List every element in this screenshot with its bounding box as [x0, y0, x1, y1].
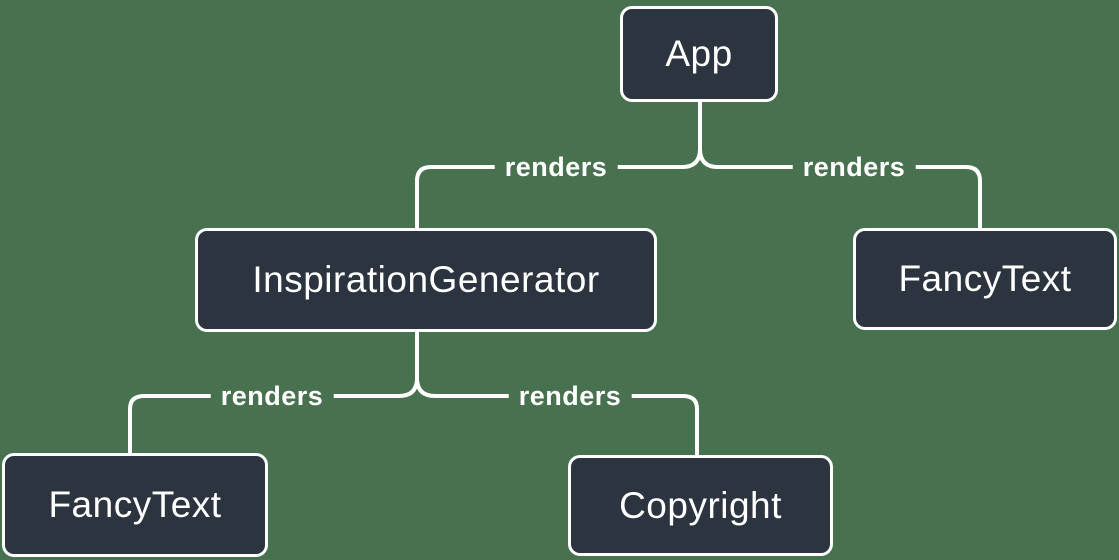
node-fancy-text-right-label: FancyText [898, 258, 1072, 299]
node-copyright: Copyright [568, 455, 833, 556]
edge-label-inspiration-generator-copyright: renders [508, 379, 632, 413]
node-app: App [620, 6, 778, 102]
node-fancy-text-left: FancyText [2, 453, 268, 557]
edge-label-app-inspiration-generator: renders [494, 150, 618, 184]
node-inspiration-generator-label: InspirationGenerator [252, 259, 600, 300]
edge-app-to-fancy-text-right [698, 147, 982, 231]
node-app-label: App [665, 33, 733, 74]
edge-label-app-fancy-text: renders [792, 150, 916, 184]
node-inspiration-generator: InspirationGenerator [195, 228, 657, 332]
node-copyright-label: Copyright [619, 484, 782, 526]
edge-label-inspiration-generator-fancy-text: renders [210, 379, 334, 413]
node-fancy-text-right: FancyText [853, 228, 1117, 330]
edge-inspiration-generator-to-copyright [415, 376, 699, 458]
node-fancy-text-left-label: FancyText [48, 484, 222, 525]
